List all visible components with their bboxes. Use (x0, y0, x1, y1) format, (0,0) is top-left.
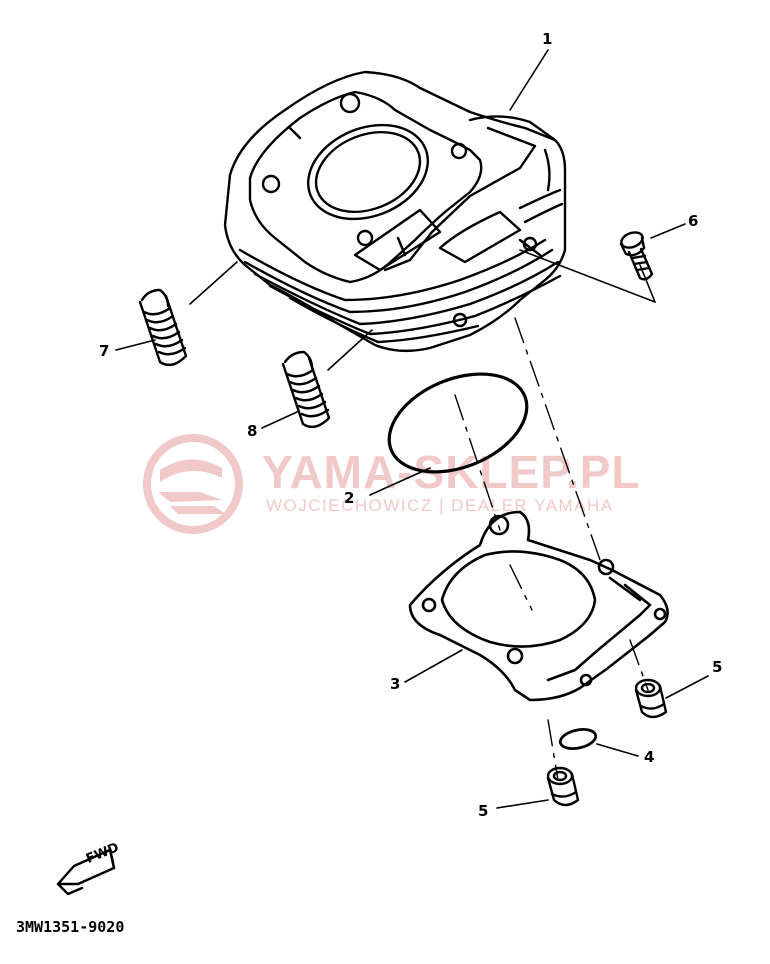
dowel-center-line (519, 249, 656, 303)
leader-5b-line (496, 799, 549, 809)
small-o-ring-part (558, 728, 598, 750)
part-number: 3MW1351-9020 (16, 918, 125, 936)
leader-4-line (596, 743, 639, 757)
o-ring-part (387, 372, 529, 474)
callout-3: 3 (390, 675, 401, 693)
watermark-subtitle: WOJCIECHOWICZ | DEALER YAMAHA (266, 496, 614, 515)
callout-6: 6 (688, 212, 699, 230)
gasket-part (408, 510, 669, 702)
callout-5b: 5 (478, 802, 489, 820)
leader-5a-line (665, 675, 709, 699)
leader-8-line (327, 329, 373, 371)
dowel-pin-part (634, 678, 668, 719)
leader-3-line (404, 649, 463, 683)
leader-7-line (189, 261, 238, 305)
callout-8: 8 (247, 422, 258, 440)
center-line-right (514, 317, 601, 561)
leader-1-line (509, 49, 549, 111)
leader-2-line (369, 467, 431, 496)
fwd-arrow-icon (56, 848, 116, 896)
callout-1: 1 (542, 30, 553, 48)
callout-4: 4 (644, 748, 655, 766)
bolt-part (619, 231, 654, 281)
leader-8-label-line (261, 411, 298, 429)
callout-5a: 5 (712, 658, 723, 676)
callout-7: 7 (99, 342, 110, 360)
callout-2: 2 (344, 489, 355, 507)
stud-part-8 (281, 350, 331, 429)
leader-6-line (650, 223, 686, 239)
cylinder-part (223, 70, 567, 353)
stud-part-7 (138, 288, 188, 367)
dowel-pin-part-2 (546, 766, 580, 807)
leader-7-label-line (115, 339, 156, 351)
